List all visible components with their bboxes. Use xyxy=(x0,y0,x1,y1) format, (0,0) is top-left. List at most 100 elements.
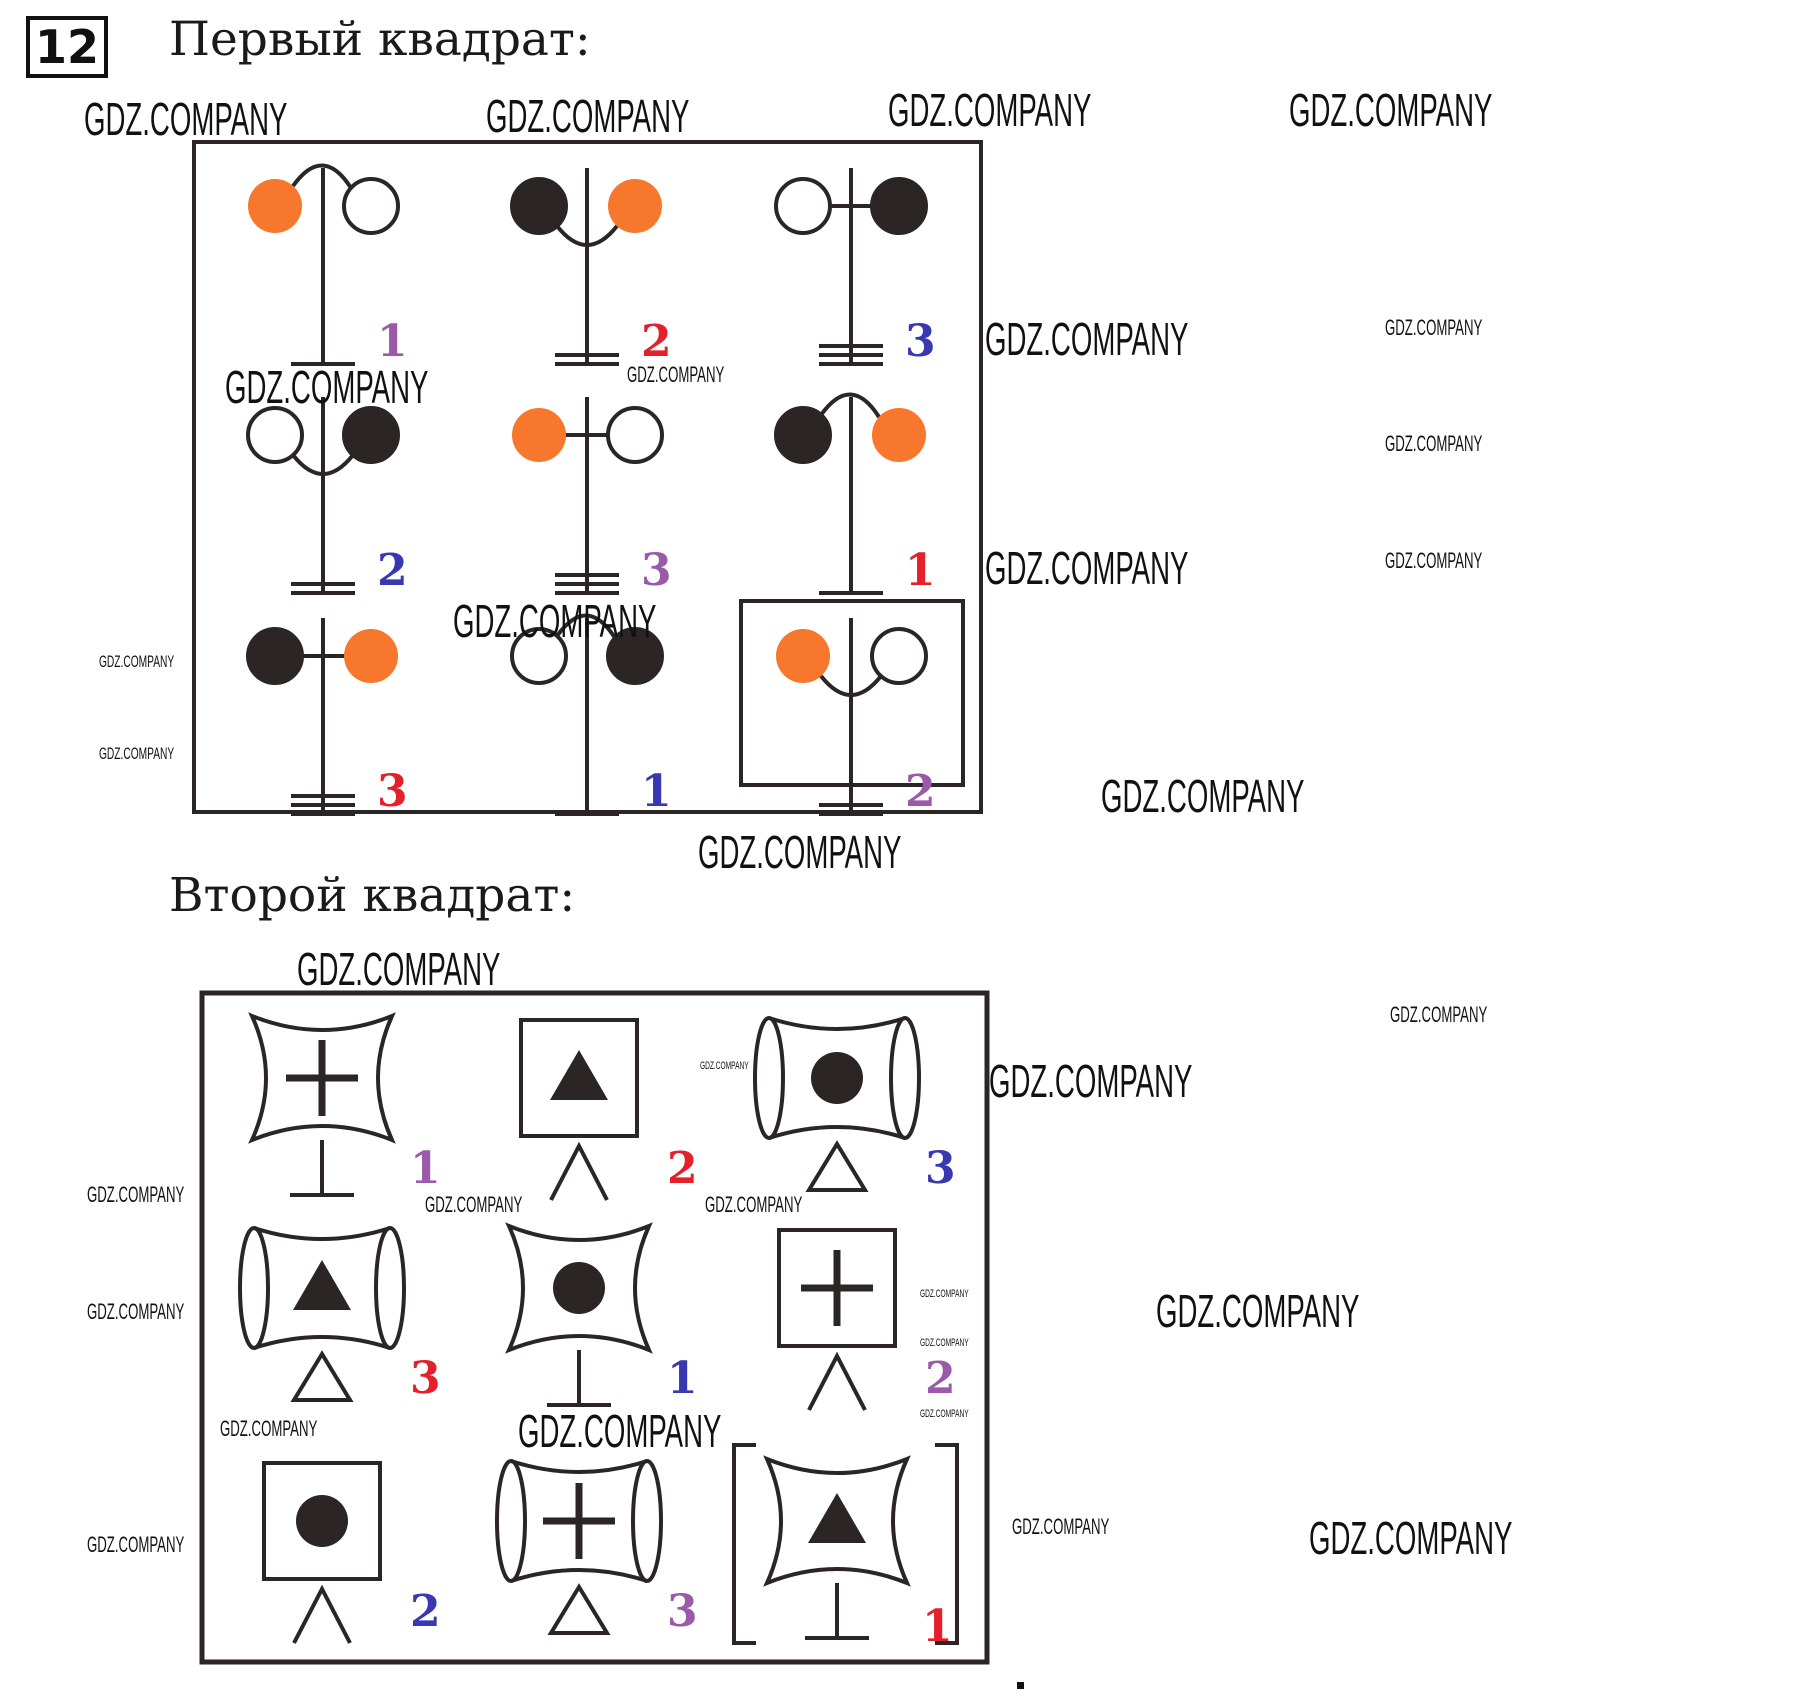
t-bar-stand xyxy=(547,1350,611,1407)
triangle-outline-stand xyxy=(547,1583,611,1635)
left-circle-white xyxy=(510,627,568,685)
t-bar-stand xyxy=(805,1583,869,1640)
watermark: GDZ.COMPANY xyxy=(1385,315,1483,340)
right-circle-black xyxy=(606,627,664,685)
watermark: GDZ.COMPANY xyxy=(84,93,288,145)
cylinder-left-ellipse xyxy=(495,1459,527,1583)
cylinder-edges xyxy=(253,1226,391,1350)
square-frame xyxy=(262,1461,382,1581)
plus-symbol xyxy=(801,1250,873,1326)
section-title-second-square: Второй квадрат: xyxy=(169,868,576,923)
watermark: GDZ.COMPANY xyxy=(920,1408,969,1420)
triangle-outline-stand xyxy=(290,1350,354,1402)
figure-cell: 1 xyxy=(774,392,936,596)
watermark: GDZ.COMPANY xyxy=(985,313,1189,365)
watermark: GDZ.COMPANY xyxy=(700,1060,749,1072)
cylinder-right-ellipse xyxy=(889,1016,921,1140)
t-bar-stand xyxy=(290,1140,354,1197)
answer-number-label: 3 xyxy=(377,766,408,817)
arc-connector xyxy=(555,613,617,640)
figure-cell: 1 xyxy=(248,1012,441,1197)
watermark: GDZ.COMPANY xyxy=(1385,431,1483,456)
left-circle-black xyxy=(774,406,832,464)
triangle-symbol xyxy=(550,1050,608,1100)
triangle-symbol xyxy=(293,1260,351,1310)
arc-connector xyxy=(291,453,355,476)
cylinder-left-ellipse xyxy=(238,1226,270,1350)
arc-connector xyxy=(555,224,619,247)
figure-cell: 3 xyxy=(512,397,672,596)
watermark: GDZ.COMPANY xyxy=(989,1055,1193,1107)
answer-number-label: 2 xyxy=(667,1143,698,1194)
watermark: GDZ.COMPANY xyxy=(1012,1514,1110,1539)
right-circle-black xyxy=(870,177,928,235)
right-circle-orange xyxy=(608,179,662,233)
square-border xyxy=(199,990,990,1665)
watermark: GDZ.COMPANY xyxy=(627,362,725,387)
answer-bracket-left xyxy=(732,1443,756,1645)
figure-cell: 1 xyxy=(248,163,408,367)
arc-connector xyxy=(819,674,883,697)
watermark: GDZ.COMPANY xyxy=(99,652,175,671)
watermark: GDZ.COMPANY xyxy=(985,542,1189,594)
figure-cell: 3 xyxy=(774,168,936,367)
concave-frame xyxy=(248,1012,396,1144)
figure-cell: 1 xyxy=(510,613,672,817)
watermark: GDZ.COMPANY xyxy=(1390,1002,1488,1027)
second-square-grid: 1 2 3 3 1 2 2 3 1 xyxy=(199,990,990,1665)
answer-number-label: 3 xyxy=(410,1353,441,1404)
left-circle-orange xyxy=(512,408,566,462)
right-circle-orange xyxy=(344,629,398,683)
cylinder-right-ellipse xyxy=(631,1459,663,1583)
answer-number-label: 3 xyxy=(667,1586,698,1637)
answer-number-label: 2 xyxy=(410,1586,441,1637)
watermark: GDZ.COMPANY xyxy=(87,1182,185,1207)
watermark: GDZ.COMPANY xyxy=(453,595,657,647)
left-circle-white xyxy=(774,177,832,235)
watermark: GDZ.COMPANY xyxy=(518,1405,722,1457)
answer-number-label: 1 xyxy=(641,766,672,817)
answer-number-label: 1 xyxy=(377,316,408,367)
watermark: GDZ.COMPANY xyxy=(486,90,690,142)
watermark: GDZ.COMPANY xyxy=(225,361,429,413)
watermark: GDZ.COMPANY xyxy=(87,1532,185,1557)
arc-connector xyxy=(819,392,881,419)
answer-number-label: 1 xyxy=(922,1601,953,1652)
right-circle-black xyxy=(342,406,400,464)
answer-number-label: 2 xyxy=(377,545,408,596)
figure-cell: 3 xyxy=(495,1459,698,1637)
figure-cell: 3 xyxy=(238,1226,441,1404)
concave-frame xyxy=(505,1222,653,1354)
left-circle-white xyxy=(246,406,304,464)
right-circle-white xyxy=(606,406,664,464)
dot-mark xyxy=(1017,1682,1024,1689)
watermark: GDZ.COMPANY xyxy=(425,1192,523,1217)
section-title-first-square: Первый квадрат: xyxy=(169,12,591,67)
triangle-symbol xyxy=(808,1493,866,1543)
figure-cell: 3 xyxy=(246,618,408,817)
watermark: GDZ.COMPANY xyxy=(920,1288,969,1300)
concave-frame xyxy=(763,1455,911,1587)
answer-number-label: 2 xyxy=(905,766,936,817)
watermark: GDZ.COMPANY xyxy=(99,744,175,763)
answer-number-label: 1 xyxy=(905,545,936,596)
watermark: GDZ.COMPANY xyxy=(705,1192,803,1217)
cylinder-left-ellipse xyxy=(753,1016,785,1140)
plus-symbol xyxy=(543,1483,615,1559)
watermark: GDZ.COMPANY xyxy=(1289,84,1493,136)
right-circle-white xyxy=(342,177,400,235)
watermark: GDZ.COMPANY xyxy=(888,84,1092,136)
square-frame xyxy=(777,1228,897,1348)
watermark: GDZ.COMPANY xyxy=(1309,1512,1513,1564)
watermark: GDZ.COMPANY xyxy=(220,1416,318,1441)
answer-number-label: 2 xyxy=(925,1353,956,1404)
left-circle-black xyxy=(246,627,304,685)
left-circle-black xyxy=(510,177,568,235)
figure-cell: 2 xyxy=(262,1461,441,1644)
figure-cell: 1 xyxy=(505,1222,698,1407)
answer-number-label: 3 xyxy=(925,1143,956,1194)
figure-cell: 2 xyxy=(519,1018,698,1201)
right-circle-white xyxy=(870,627,928,685)
answer-number-label: 3 xyxy=(641,545,672,596)
